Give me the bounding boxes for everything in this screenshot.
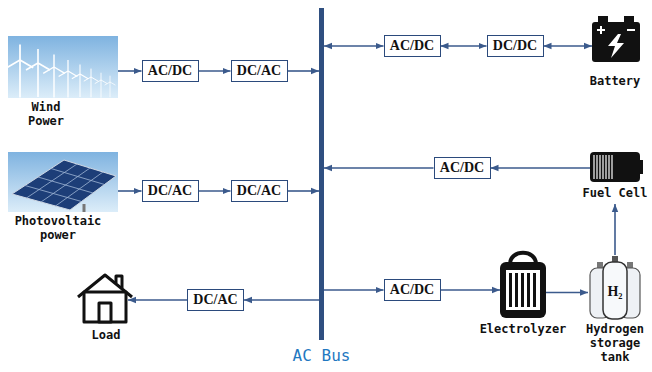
wind-farm-picture [8, 36, 118, 98]
converter-label: DC/AC [148, 184, 192, 198]
converter-box: AC/DC [142, 60, 199, 82]
converter-box: DC/AC [231, 180, 288, 202]
component-node: Fuel Cell [582, 148, 648, 204]
bus-label: AC Bus [293, 346, 351, 365]
component-label: Load [75, 328, 137, 342]
component-node: Photovoltaic power [8, 152, 118, 246]
fuel-cell-icon [590, 152, 643, 182]
converter-box: DC/DC [487, 35, 544, 57]
component-label: Fuel Cell [582, 186, 648, 200]
power-flow-arrow [491, 167, 591, 169]
power-flow-arrow [288, 70, 320, 72]
converter-box: AC/DC [384, 35, 441, 57]
power-flow-arrow [324, 289, 384, 291]
converter-label: DC/AC [237, 64, 281, 78]
converter-label: DC/AC [237, 184, 281, 198]
component-node: Battery [585, 12, 645, 92]
power-flow-arrow [546, 292, 588, 294]
power-flow-arrow [324, 167, 434, 169]
house-icon [78, 275, 132, 322]
component-label: Electrolyzer [477, 322, 569, 336]
converter-box: DC/AC [231, 60, 288, 82]
converter-box: DC/AC [142, 180, 199, 202]
battery-icon [592, 16, 640, 62]
component-node: Load [75, 272, 137, 346]
converter-label: AC/DC [440, 161, 484, 175]
converter-box: AC/DC [384, 279, 441, 301]
converter-box: DC/AC [187, 289, 244, 311]
power-flow-arrow [544, 45, 593, 47]
ac-bus: AC Bus [319, 8, 324, 340]
converter-box: AC/DC [434, 157, 491, 179]
power-flow-arrow [199, 190, 231, 192]
component-label: Wind Power [13, 100, 79, 128]
component-node: Electrolyzer [477, 250, 569, 340]
component-label: Battery [585, 74, 645, 88]
component-node: H₂ Hydrogen storage tank [582, 255, 648, 369]
power-flow-arrow [199, 70, 231, 72]
converter-label: AC/DC [148, 64, 192, 78]
converter-label: DC/AC [193, 293, 237, 307]
converter-label: AC/DC [390, 39, 434, 53]
component-label: Hydrogen storage tank [582, 322, 648, 364]
converter-label: AC/DC [390, 283, 434, 297]
solar-panel-picture [8, 152, 118, 212]
power-flow-arrow [324, 45, 384, 47]
hydrogen-tank-icon [590, 256, 640, 319]
component-label: Photovoltaic power [8, 214, 108, 242]
power-flow-arrow [118, 190, 142, 192]
component-node: Wind Power [8, 36, 118, 134]
power-flow-arrow [441, 289, 501, 291]
power-flow-arrow [118, 70, 142, 72]
gas-formula: H₂ [607, 285, 622, 299]
power-flow-arrow [244, 299, 319, 301]
power-flow-arrow [288, 190, 320, 192]
converter-label: DC/DC [493, 39, 537, 53]
power-flow-arrow [614, 204, 616, 255]
power-flow-arrow [441, 45, 487, 47]
power-flow-arrow [128, 299, 187, 301]
electrolyzer-icon [500, 253, 546, 318]
